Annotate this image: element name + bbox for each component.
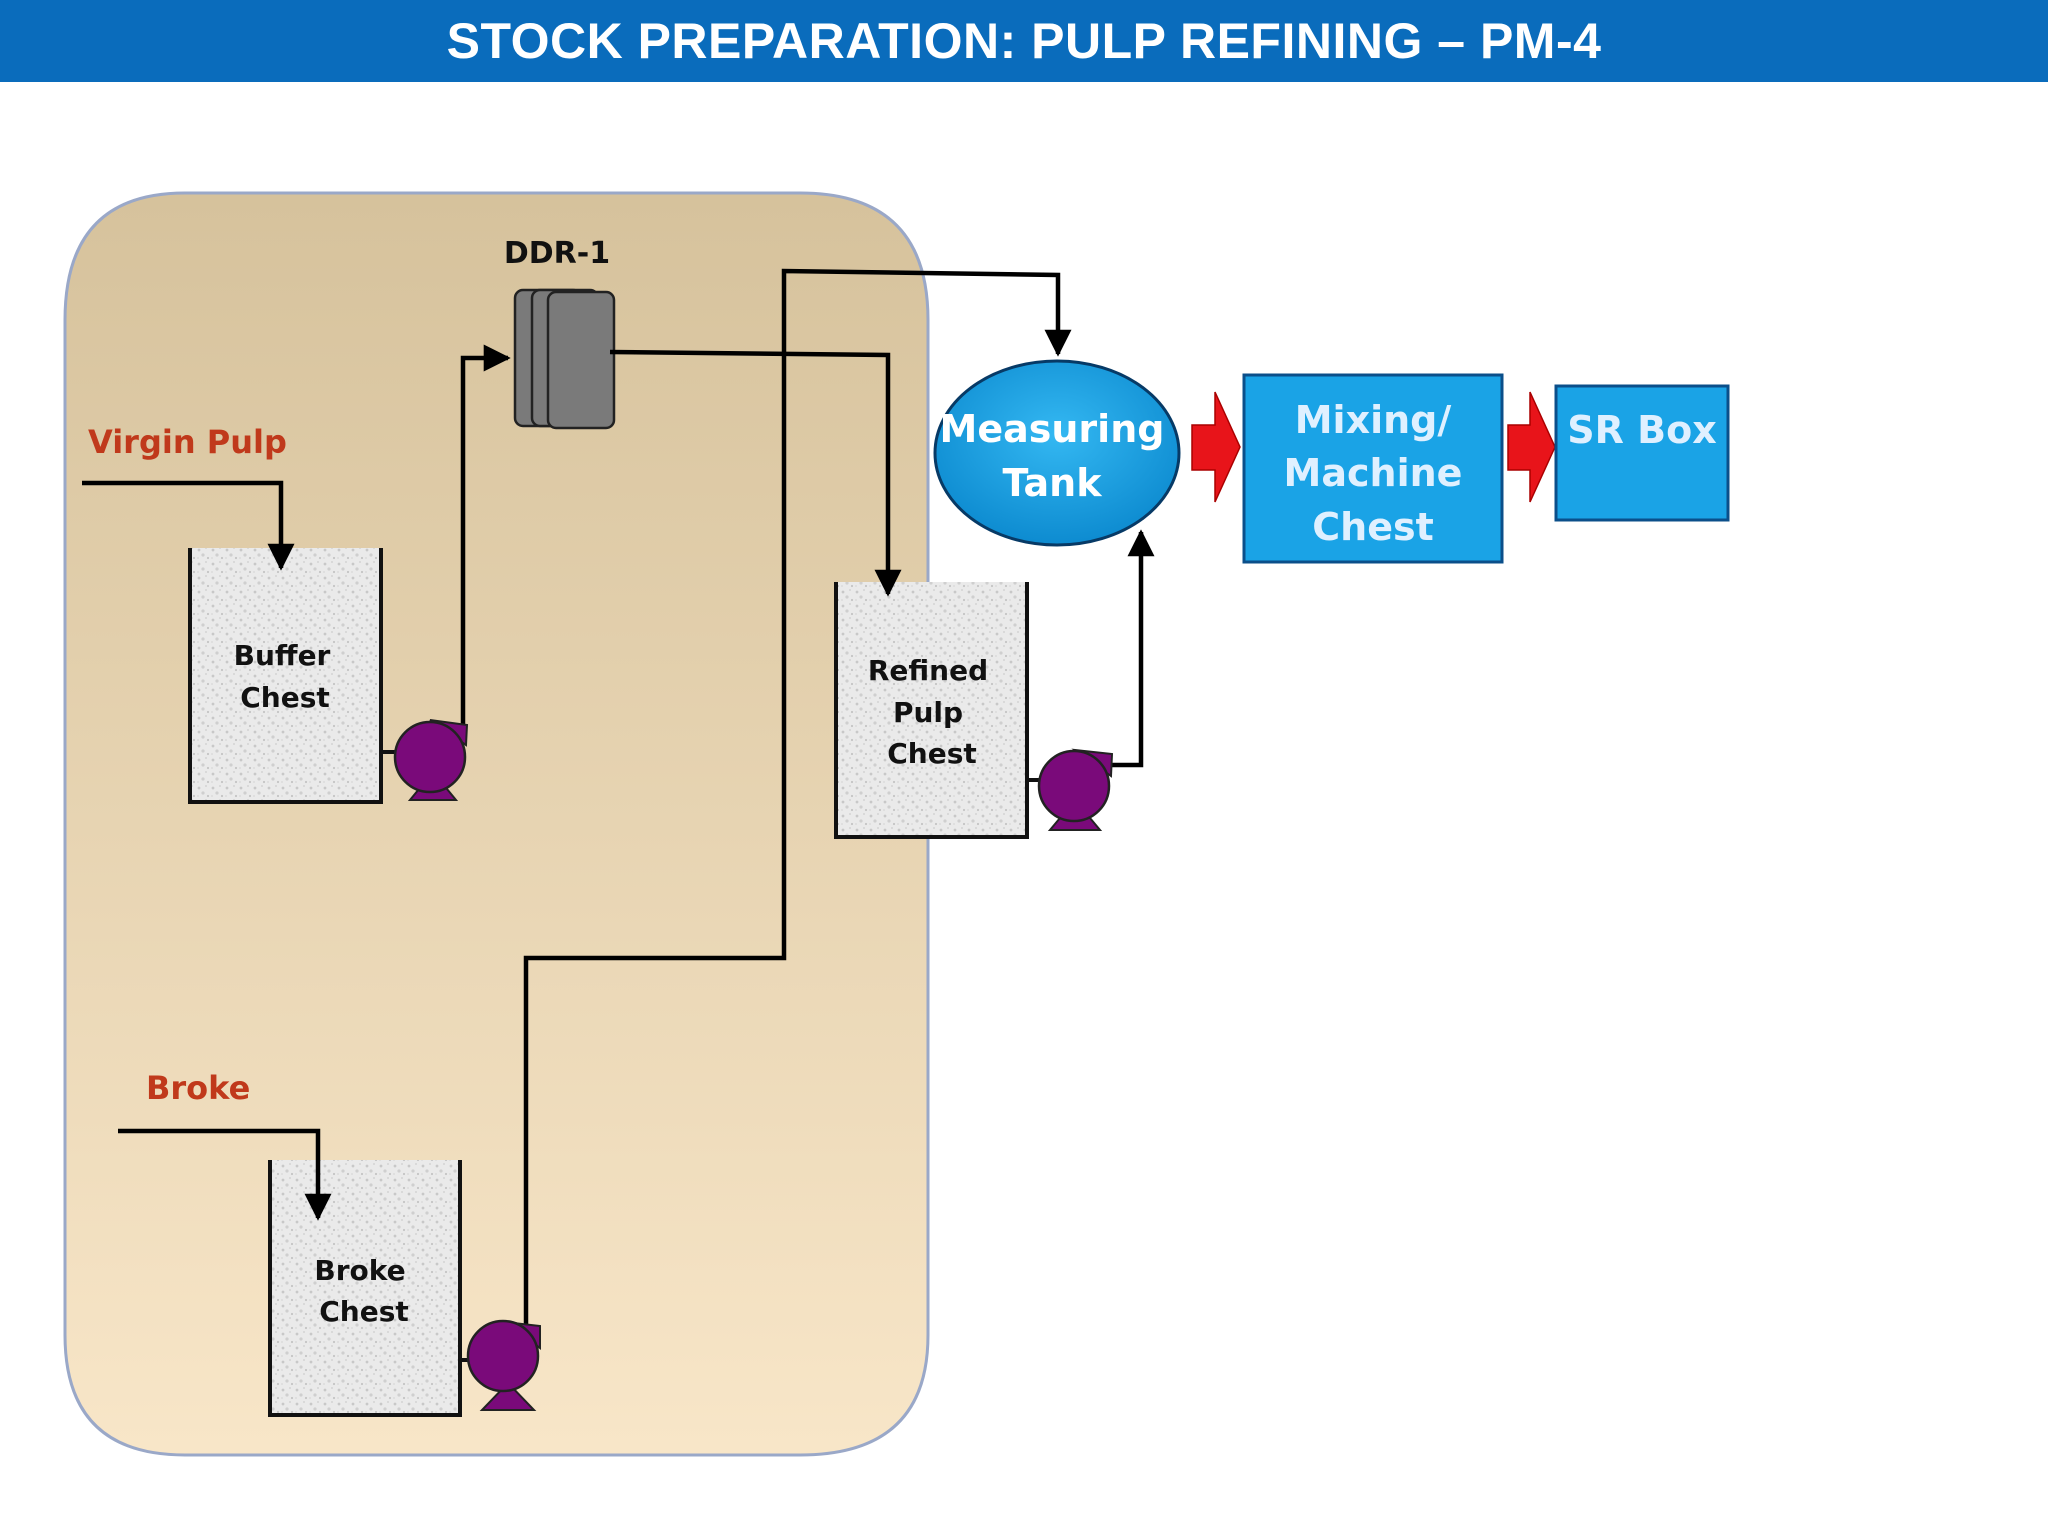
buffer-chest-label-1: Buffer (234, 639, 331, 672)
buffer-chest: Buffer Chest (188, 548, 383, 804)
mixing-label-2: Machine (1284, 451, 1463, 495)
measuring-tank: Measuring Tank (933, 359, 1181, 547)
sr-box-label: SR Box (1567, 408, 1716, 452)
buffer-pump (381, 719, 469, 801)
refined-pump (1027, 748, 1114, 831)
refining-area (63, 191, 930, 1457)
page-title: STOCK PREPARATION: PULP REFINING – PM-4 (446, 13, 1602, 69)
refiner-label: DDR-1 (504, 236, 610, 271)
virgin-pulp-label: Virgin Pulp (88, 423, 287, 461)
mixing-label-1: Mixing/ (1295, 398, 1452, 442)
sr-box: SR Box (1554, 384, 1730, 522)
title-bar: STOCK PREPARATION: PULP REFINING – PM-4 (0, 0, 2048, 82)
broke-pump (460, 1319, 541, 1411)
broke-chest-label-2: Chest (319, 1295, 409, 1328)
refined-pulp-chest: Refined Pulp Chest (834, 582, 1029, 839)
mixing-label-3: Chest (1312, 505, 1434, 549)
pipe-lines (82, 268, 1155, 1325)
mixing-machine-chest: Mixing/ Machine Chest (1242, 373, 1504, 564)
flow-arrow-2 (1507, 391, 1556, 503)
measuring-tank-label-2: Tank (1003, 461, 1103, 505)
measuring-tank-label-1: Measuring (940, 407, 1165, 451)
buffer-chest-label-2: Chest (240, 681, 330, 714)
refined-chest-label-2: Pulp (893, 696, 963, 729)
refiner-ddr1: DDR-1 (504, 236, 616, 430)
broke-label: Broke (146, 1069, 250, 1107)
broke-chest-label-1: Broke (314, 1254, 405, 1287)
refined-chest-label-3: Chest (887, 737, 977, 770)
refined-chest-label-1: Refined (868, 654, 988, 687)
flow-arrow-1 (1191, 391, 1241, 503)
broke-chest: Broke Chest (268, 1160, 462, 1417)
